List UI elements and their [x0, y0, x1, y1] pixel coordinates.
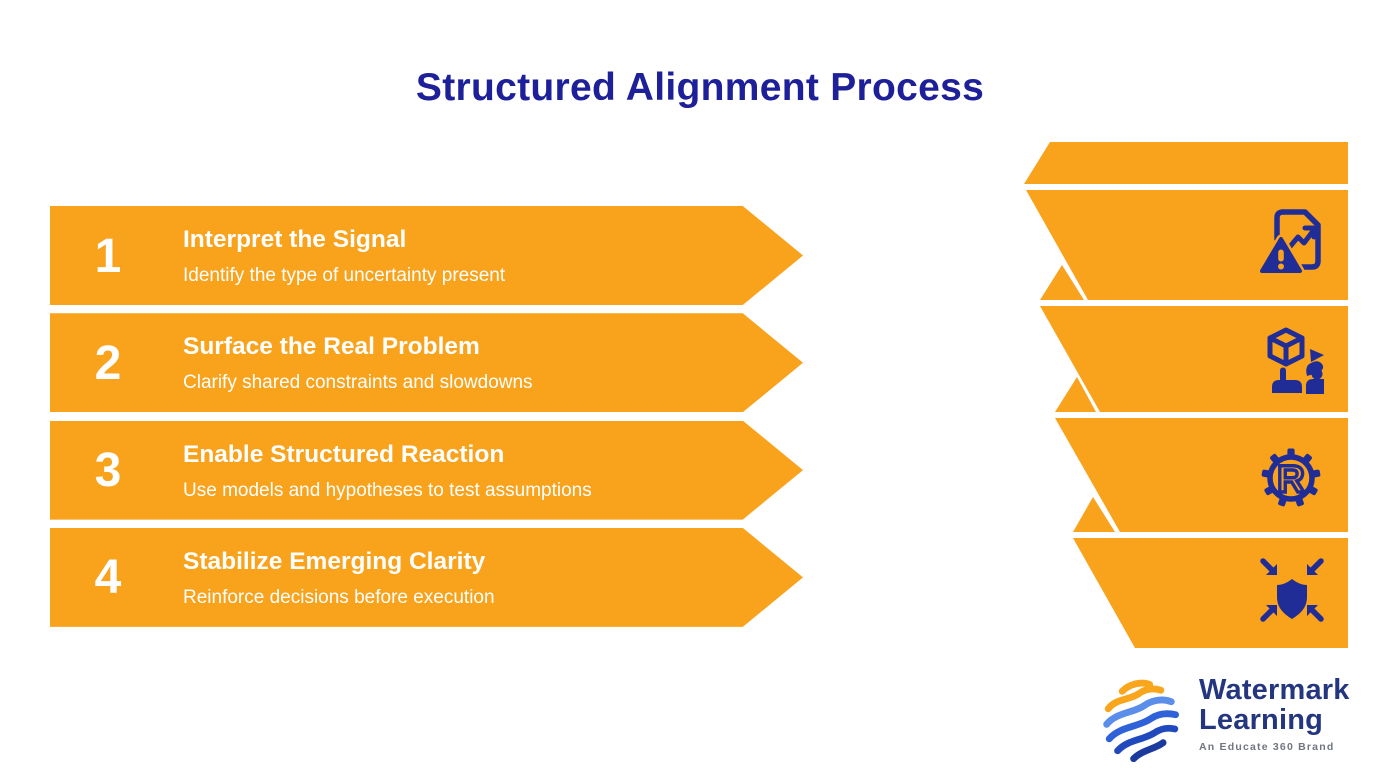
- step-title: Stabilize Emerging Clarity: [183, 547, 486, 575]
- ribbon-segment-4: [1073, 538, 1348, 648]
- ribbon-fold-2: [1055, 377, 1096, 412]
- step-description: Clarify shared constraints and slowdowns: [183, 372, 533, 394]
- step-text: Surface the Real Problem Clarify shared …: [183, 331, 533, 394]
- step-description: Use models and hypotheses to test assump…: [183, 479, 592, 501]
- ribbon-segment-1: [1026, 190, 1348, 300]
- step-banner-3: 3 Enable Structured Reaction Use models …: [50, 420, 803, 520]
- step-banner-2: 2 Surface the Real Problem Clarify share…: [50, 313, 803, 413]
- ribbon-segment-3: [1055, 418, 1348, 532]
- logo-brand-line2: Learning: [1199, 703, 1324, 736]
- report-warning-icon: [1257, 209, 1321, 276]
- step-banner-1: 1 Interpret the Signal Identify the type…: [50, 206, 803, 305]
- step-title: Interpret the Signal: [183, 226, 407, 254]
- logo-brand-line1: Watermark: [1199, 674, 1350, 706]
- shield-converge-icon: [1260, 558, 1324, 622]
- step-title: Enable Structured Reaction: [183, 440, 505, 468]
- model-share-icon: [1267, 327, 1324, 394]
- step-description: Reinforce decisions before execution: [183, 586, 495, 608]
- step-number: 3: [94, 444, 122, 498]
- ribbon-fold-3: [1073, 497, 1115, 532]
- step-text: Enable Structured Reaction Use models an…: [183, 439, 592, 502]
- step-number: 1: [94, 229, 122, 283]
- step-number: 2: [94, 336, 122, 390]
- ribbon-segment-2: [1040, 306, 1348, 412]
- page-title: Structured Alignment Process: [415, 66, 985, 109]
- steps-list: 1 Interpret the Signal Identify the type…: [50, 206, 803, 627]
- ribbon-fold-top: [1024, 142, 1348, 184]
- gear-letter: R: [1277, 459, 1304, 501]
- logo-tagline: An Educate 360 Brand: [1199, 741, 1335, 753]
- watermark-learning-logo-mark: [1103, 679, 1180, 762]
- watermark-learning-logo: Watermark Learning An Educate 360 Brand: [1093, 674, 1350, 762]
- step-text: Interpret the Signal Identify the type o…: [183, 224, 505, 287]
- gear-registered-icon: R: [1261, 448, 1321, 507]
- step-banner-4: 4 Stabilize Emerging Clarity Reinforce d…: [50, 527, 803, 627]
- ribbon-graphic: R: [1024, 142, 1348, 648]
- step-title: Surface the Real Problem: [183, 333, 480, 361]
- logo-text: Watermark Learning An Educate 360 Brand: [1199, 674, 1350, 753]
- ribbon-fold-1: [1040, 265, 1084, 300]
- step-description: Identify the type of uncertainty present: [183, 265, 506, 287]
- step-number: 4: [94, 551, 122, 605]
- step-text: Stabilize Emerging Clarity Reinforce dec…: [183, 546, 495, 609]
